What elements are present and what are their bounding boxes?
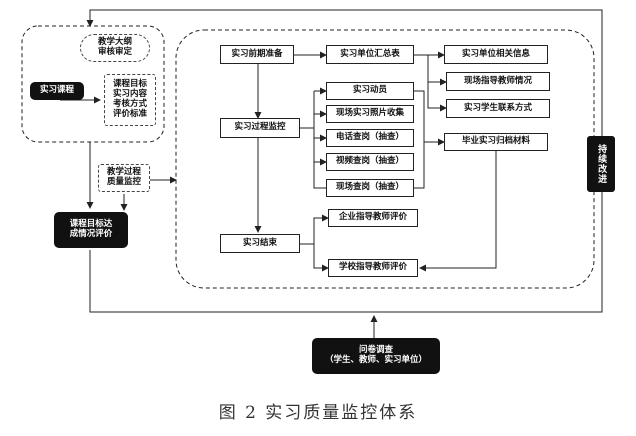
- unit-info-box: 实习单位相关信息: [444, 45, 548, 64]
- preparation-box: 实习前期准备: [220, 45, 294, 64]
- internship-course: 实习课程: [30, 82, 84, 100]
- survey-box: 问卷调查 （学生、教师、实习单位）: [312, 338, 440, 374]
- student-contact-box: 实习学生联系方式: [446, 99, 550, 118]
- goal-evaluation-box: 课程目标达 成情况评价: [54, 212, 128, 248]
- phone-check-box: 电话查岗（抽查）: [326, 129, 414, 147]
- figure-caption: 图 2 实习质量监控体系: [218, 403, 418, 423]
- mobilization-box: 实习动员: [326, 82, 414, 100]
- onsite-check-box: 现场查岗（抽查）: [326, 179, 414, 197]
- photo-collection-box: 现场实习照片收集: [326, 105, 414, 123]
- line-archive-down: [419, 151, 497, 272]
- unit-summary-box: 实习单位汇总表: [326, 45, 414, 64]
- line-bottom-loop: [89, 190, 603, 313]
- left-dashed-container: [21, 25, 165, 143]
- school-eval-box: 学校指导教师评价: [328, 259, 418, 277]
- arrow-summary-contact: [427, 82, 447, 112]
- line-monitor-branches: [300, 127, 326, 189]
- arrow-feedback-top: [86, 9, 603, 140]
- process-monitoring-box: 实习过程监控: [220, 118, 300, 138]
- continuous-improvement-box: 持续改进: [587, 136, 615, 192]
- end-box: 实习结束: [220, 234, 300, 253]
- video-check-box: 视频查岗（抽查）: [326, 153, 414, 171]
- line-bracket-archive: [414, 90, 425, 189]
- course-teaching-review: 教学大纲 审核审定: [80, 34, 150, 62]
- onsite-supervisor-box: 现场指导教师情况: [446, 72, 550, 91]
- line-end-branches: [300, 243, 329, 272]
- company-eval-box: 企业指导教师评价: [328, 209, 418, 227]
- teaching-process-box: 教学过程 质量监控: [98, 164, 150, 192]
- course-goals-box: 课程目标 实习内容 考核方式 评价标准: [104, 74, 156, 126]
- archive-box: 毕业实习归档材料: [444, 133, 548, 151]
- arrow-end-company: [313, 214, 329, 244]
